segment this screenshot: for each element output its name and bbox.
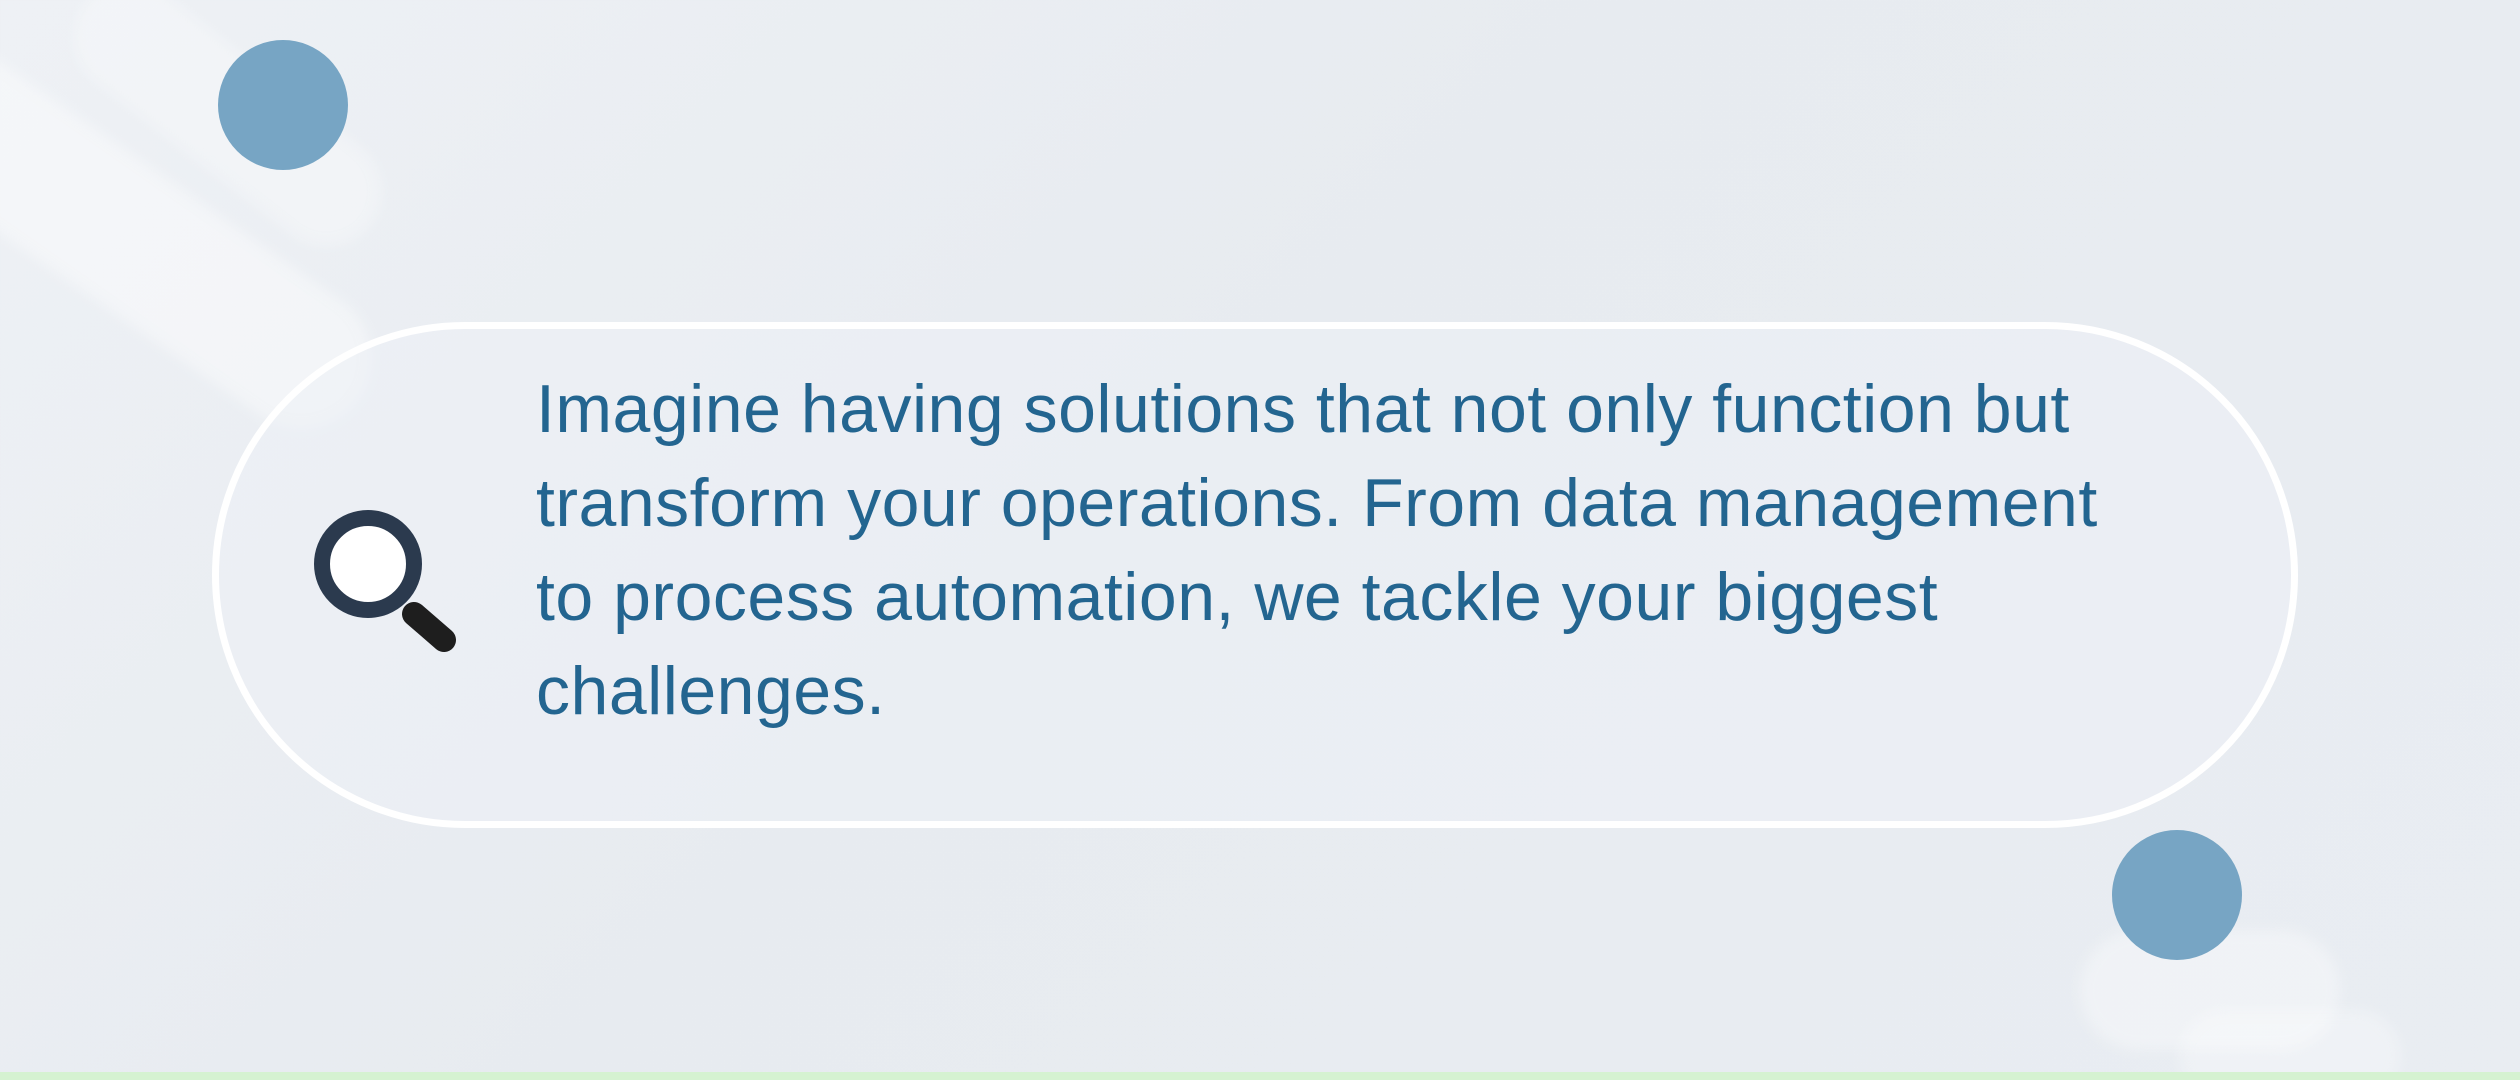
message-text: Imagine having solutions that not only f… <box>536 371 2098 729</box>
decorative-dot-top-left <box>218 40 348 170</box>
background-streak <box>2180 1010 2400 1080</box>
message-pill <box>212 322 2298 828</box>
bottom-strip <box>0 1072 2520 1080</box>
magnifier-icon <box>314 510 456 652</box>
decorative-dot-bottom-right <box>2112 830 2242 960</box>
